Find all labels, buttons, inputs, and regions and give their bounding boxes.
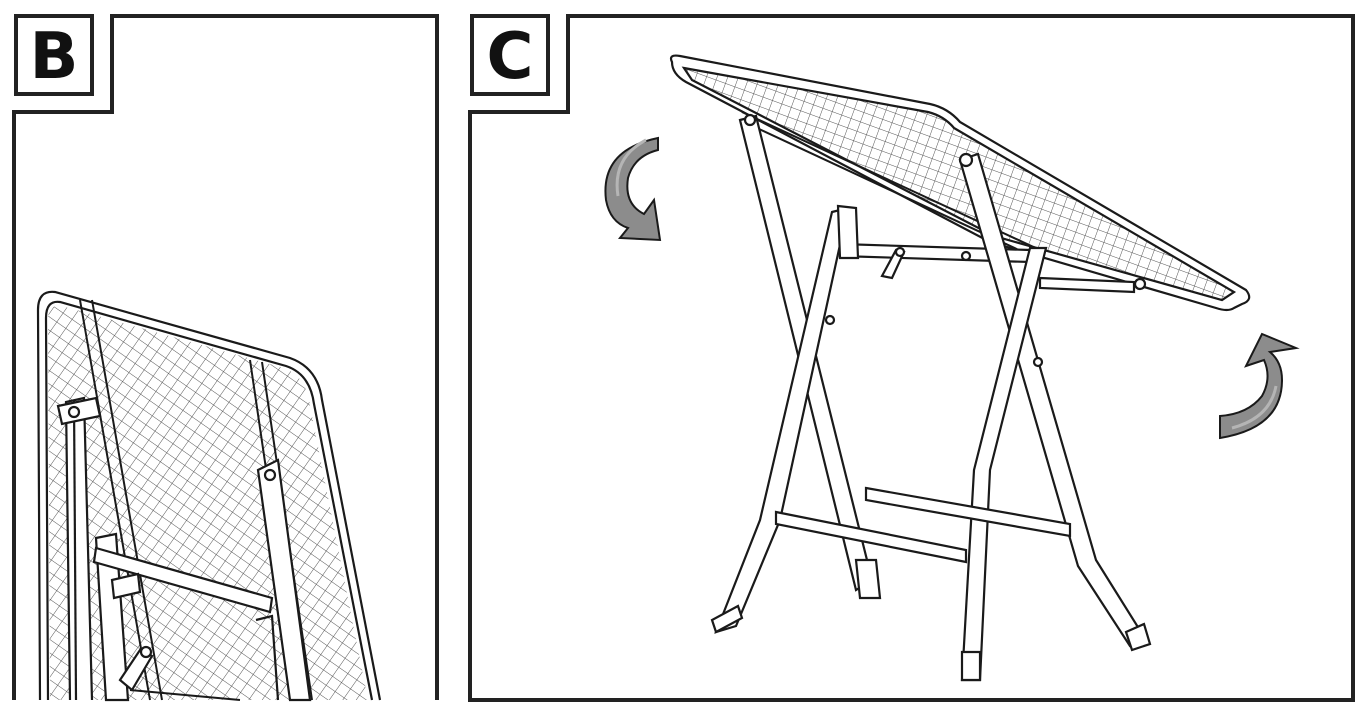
curved-arrow-up-icon (1219, 332, 1300, 440)
panel-b-frame (12, 14, 439, 700)
panel-c: C (468, 14, 1355, 702)
curved-arrow-down-icon (604, 136, 662, 242)
panel-c-label-box (470, 14, 550, 96)
panel-b-label: B (30, 20, 79, 94)
panel-b-label-box (14, 14, 94, 96)
folded-table (36, 290, 382, 702)
panel-b: B (12, 14, 439, 702)
unfolding-table (669, 54, 1251, 682)
panel-c-frame (468, 14, 1355, 702)
panel-c-label: C (487, 20, 534, 94)
